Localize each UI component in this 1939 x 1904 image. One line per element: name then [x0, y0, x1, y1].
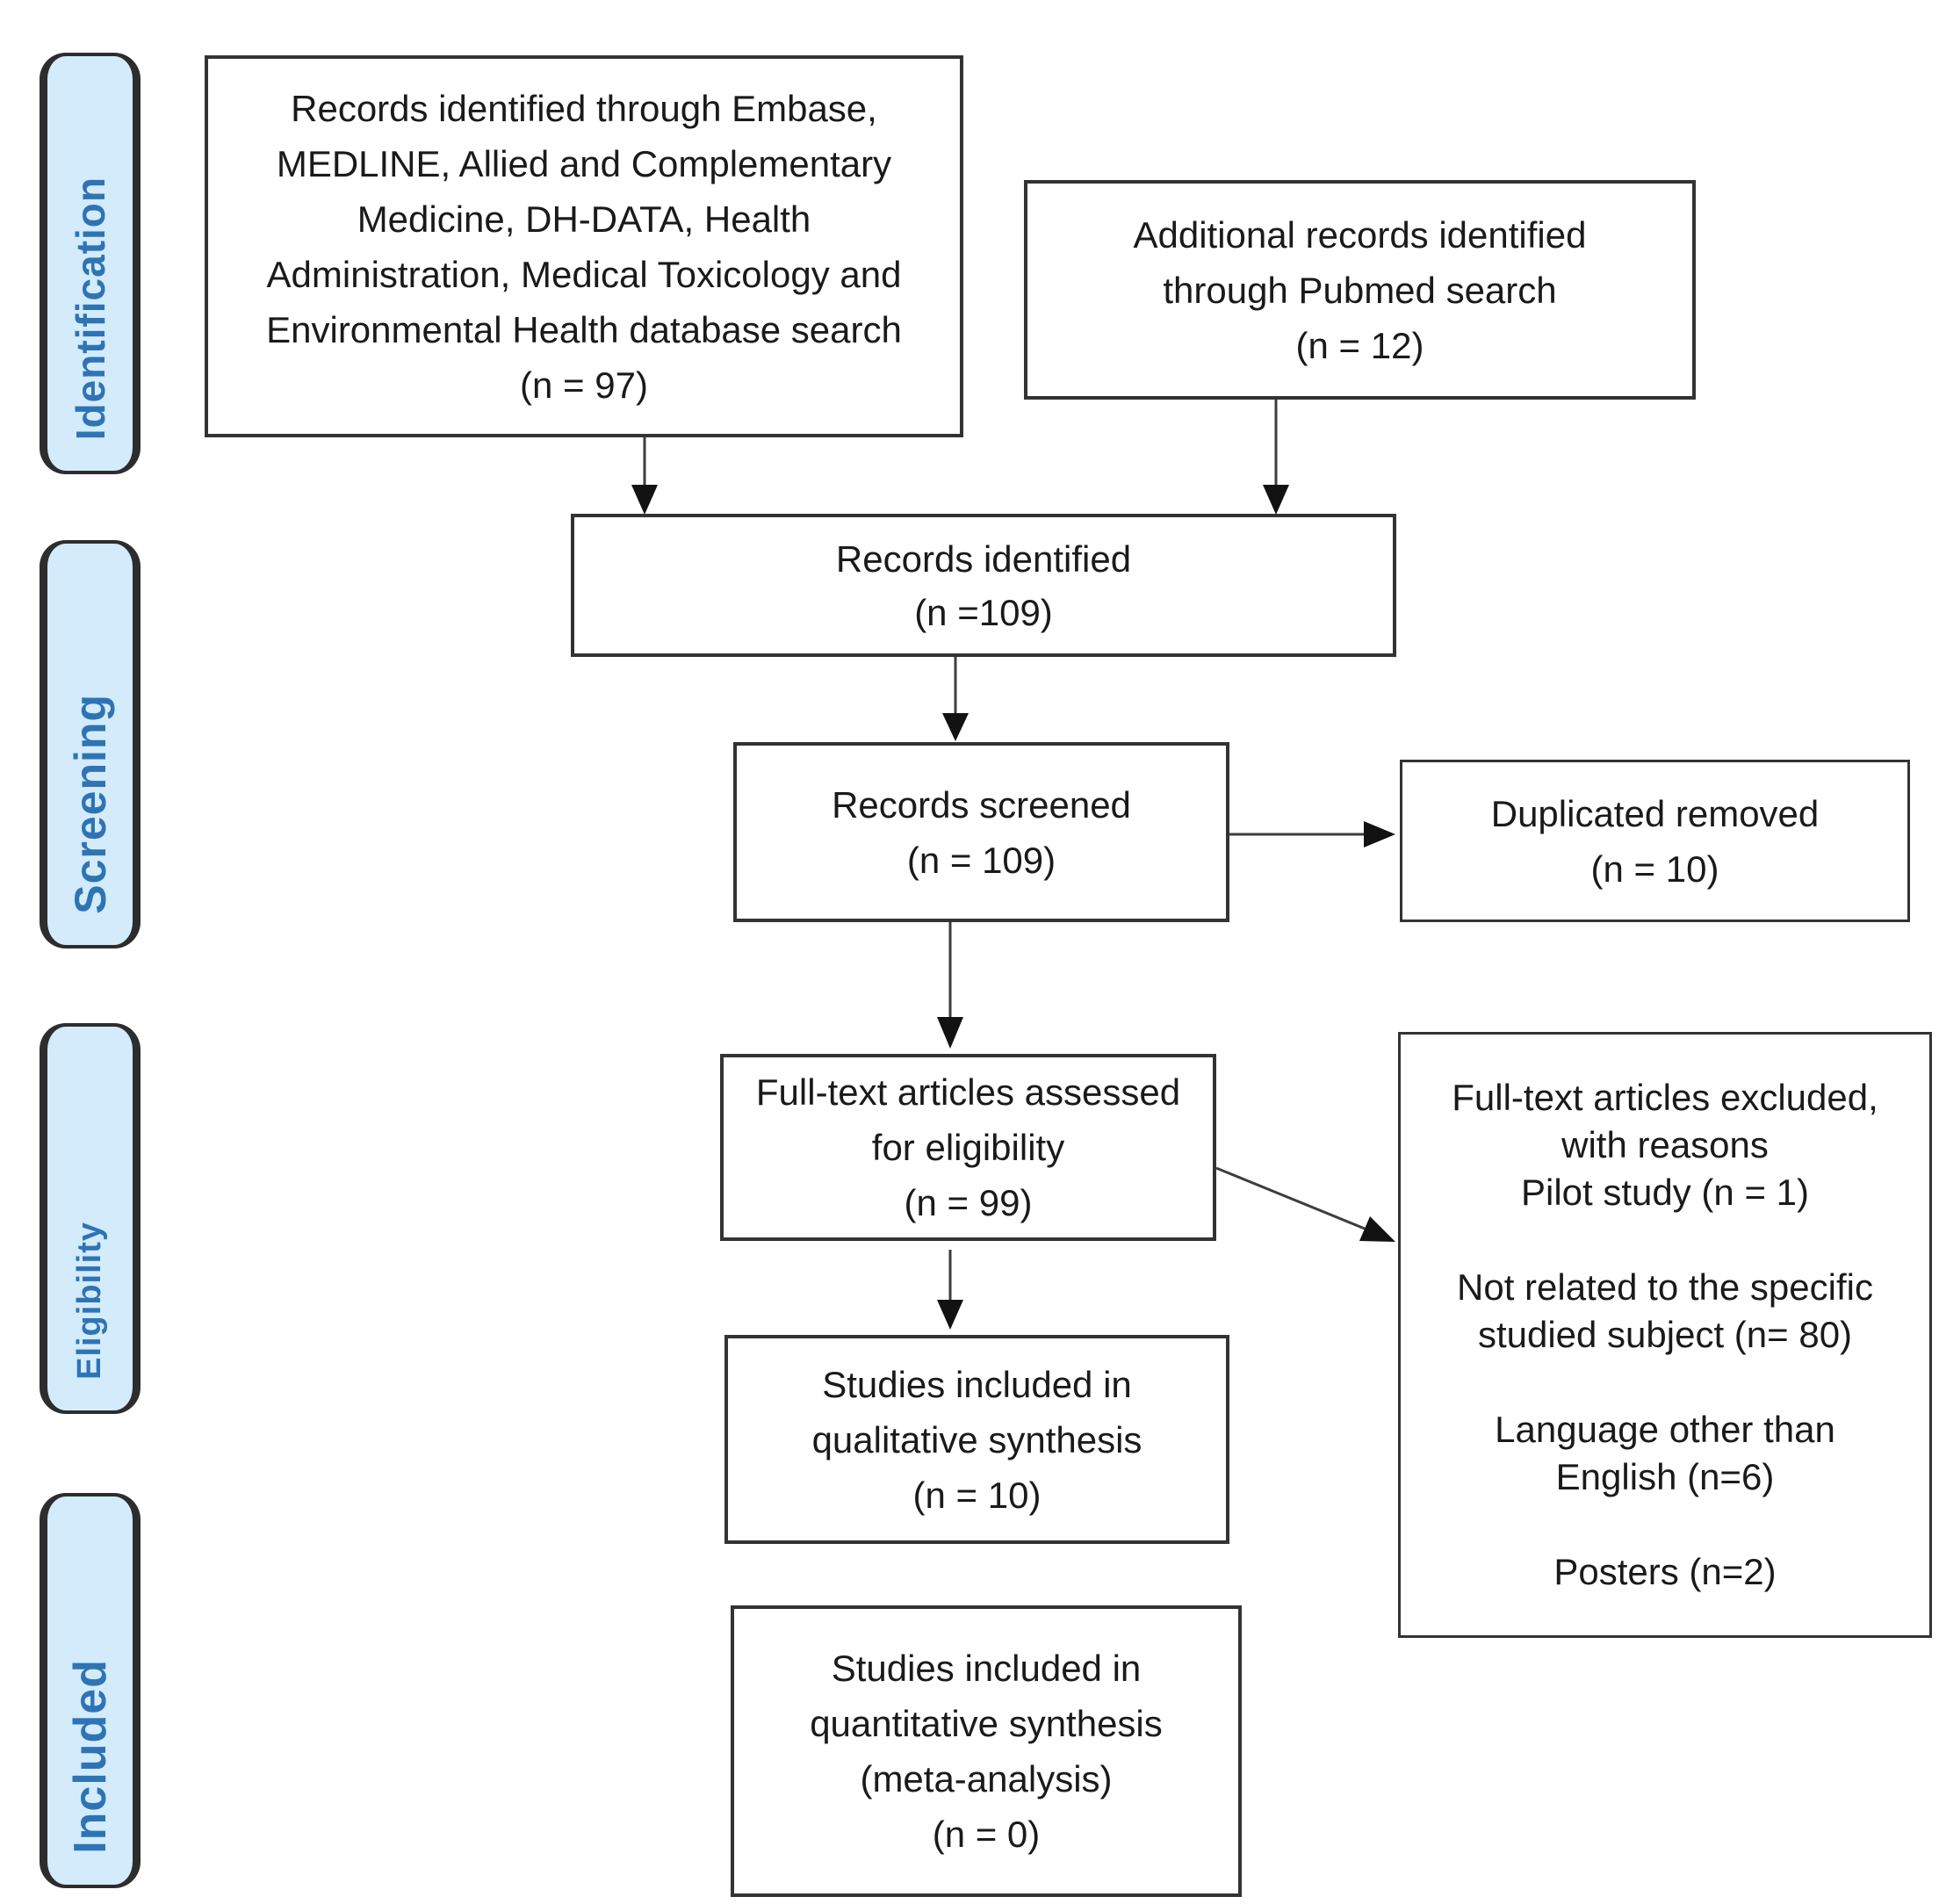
box-duplicates-removed: Duplicated removed (n = 10)	[1400, 760, 1910, 922]
stage-label-eligibility: Eligibility	[71, 1222, 108, 1380]
box-fulltext-excluded: Full-text articles excluded, with reason…	[1398, 1032, 1932, 1638]
box-pubmed-search-text: Additional records identified through Pu…	[1133, 213, 1587, 366]
box-fulltext-excluded-text: Full-text articles excluded, with reason…	[1452, 1077, 1878, 1592]
box-quantitative-synthesis-text: Studies included in quantitative synthes…	[810, 1648, 1163, 1855]
box-duplicates-removed-text: Duplicated removed (n = 10)	[1490, 792, 1820, 890]
box-records-screened: Records screened (n = 109)	[733, 742, 1229, 922]
stage-label-included: Included	[64, 1659, 116, 1854]
box-database-search-text: Records identified through Embase, MEDLI…	[266, 87, 902, 406]
box-quantitative-synthesis: Studies included in quantitative synthes…	[731, 1605, 1242, 1897]
box-records-identified-text: Records identified (n =109)	[835, 537, 1132, 633]
arrow-screened-to-fulltext	[937, 922, 963, 1049]
box-records-identified: Records identified (n =109)	[571, 514, 1396, 657]
stage-box-identification: Identification	[40, 53, 141, 474]
arrow-database-to-identified	[631, 437, 658, 515]
stage-box-eligibility: Eligibility	[40, 1023, 141, 1414]
stage-box-included: Included	[40, 1493, 141, 1888]
arrow-pubmed-to-identified	[1263, 400, 1289, 515]
stage-label-identification: Identification	[67, 176, 113, 440]
box-records-screened-text: Records screened (n = 109)	[832, 783, 1131, 881]
arrow-identified-to-screened	[942, 657, 969, 741]
stage-box-screening: Screening	[40, 540, 141, 948]
arrow-screened-to-duplicated	[1229, 821, 1395, 847]
box-fulltext-assessed-text: Full-text articles assessed for eligibil…	[755, 1071, 1181, 1223]
box-qualitative-synthesis-text: Studies included in qualitative synthesi…	[811, 1363, 1142, 1516]
arrow-fulltext-to-qualitative	[937, 1250, 963, 1330]
stage-label-screening: Screening	[65, 694, 115, 914]
box-fulltext-assessed: Full-text articles assessed for eligibil…	[720, 1054, 1216, 1241]
box-pubmed-search: Additional records identified through Pu…	[1024, 180, 1696, 400]
box-qualitative-synthesis: Studies included in qualitative synthesi…	[724, 1335, 1229, 1544]
arrow-fulltext-to-excluded	[1215, 1166, 1395, 1242]
box-database-search: Records identified through Embase, MEDLI…	[205, 55, 963, 437]
